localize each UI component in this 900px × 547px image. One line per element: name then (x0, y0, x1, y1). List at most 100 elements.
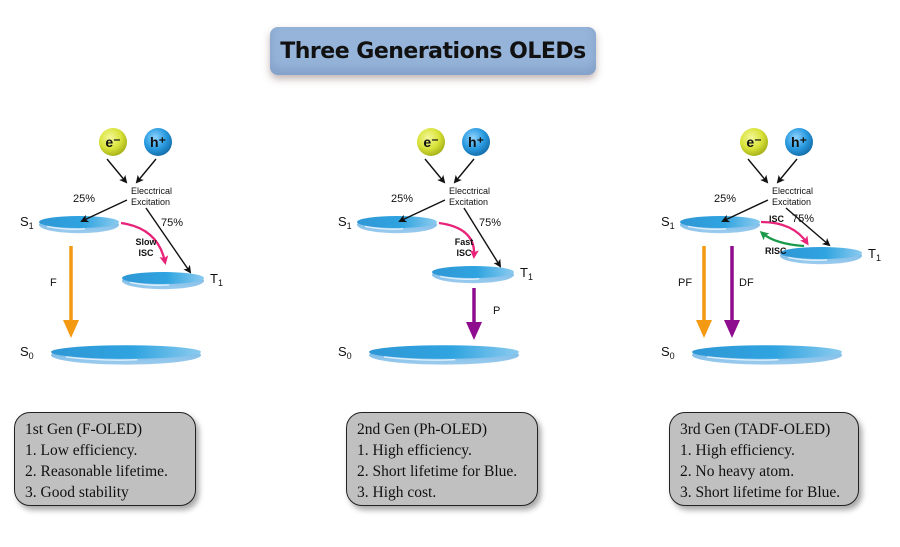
electron-icon (740, 128, 768, 156)
singlet-percent: 25% (391, 193, 413, 205)
title-banner: Three Generations OLEDs (270, 27, 596, 75)
s0-label: S0 (661, 344, 675, 361)
isc-label: ISC (769, 214, 785, 224)
isc-label-line2: ISC (456, 248, 472, 258)
t1-level (122, 272, 204, 290)
info-heading: 1st Gen (F-OLED) (25, 421, 143, 438)
singlet-arrow (721, 199, 769, 223)
s0-level (692, 345, 842, 365)
hole-icon (785, 128, 813, 156)
excitation-label-line1: Elecctrical (772, 186, 813, 196)
t1-label-sub: 1 (528, 272, 533, 282)
hole-arrow (135, 158, 157, 184)
s0-label-main: S (20, 344, 29, 359)
s1-level-highlight (364, 225, 404, 230)
s1-label: S1 (661, 214, 675, 231)
hole-icon (144, 128, 172, 156)
s0-label-sub: 0 (29, 351, 34, 361)
phosphorescence-label: P (493, 305, 500, 317)
s1-level (357, 216, 437, 234)
t1-label: T1 (210, 271, 223, 288)
s1-label-main: S (20, 214, 29, 229)
t1-label-sub: 1 (218, 278, 223, 288)
hole-label: h⁺ (468, 134, 484, 150)
s0-level-top (51, 345, 201, 359)
t1-level-highlight (440, 275, 480, 280)
s1-label: S1 (20, 214, 34, 231)
s1-label-main: S (338, 214, 347, 229)
excitation-label-line2: Excitation (449, 197, 488, 207)
risc-arrow (759, 231, 805, 248)
s1-level (680, 216, 760, 234)
electron-label: e⁻ (746, 134, 761, 150)
s1-level (39, 216, 119, 234)
info-point: 2. Short lifetime for Blue. (357, 463, 518, 480)
isc-label-line1: Slow (135, 237, 157, 247)
t1-level (780, 247, 862, 265)
s1-label-sub: 1 (670, 221, 675, 231)
hole-icon (462, 128, 490, 156)
isc-label-line1: Fast (455, 237, 474, 247)
s1-label: S1 (338, 214, 352, 231)
s1-level-highlight (46, 225, 86, 230)
hole-particle: h⁺ (785, 128, 813, 156)
hole-label: h⁺ (791, 134, 807, 150)
electron-particle: e⁻ (417, 128, 445, 156)
s0-level-highlight (65, 356, 138, 361)
s0-label-main: S (338, 344, 347, 359)
s0-level-top (369, 345, 519, 359)
t1-level-highlight (130, 281, 170, 286)
s1-level-highlight (687, 225, 727, 230)
hole-particle: h⁺ (144, 128, 172, 156)
electron-label: e⁻ (105, 134, 120, 150)
panel-gen-3: e⁻h⁺ElecctricalExcitation25%S1T175%ISCRI… (661, 128, 881, 365)
t1-label: T1 (520, 265, 533, 282)
t1-level (432, 266, 514, 284)
info-point: 3. Short lifetime for Blue. (680, 484, 841, 501)
excitation-label-line1: Elecctrical (449, 186, 490, 196)
s0-label-sub: 0 (347, 351, 352, 361)
fluorescence-arrow (63, 246, 79, 338)
excitation-label-line1: Elecctrical (131, 186, 172, 196)
s1-label-main: S (661, 214, 670, 229)
s0-label-main: S (661, 344, 670, 359)
s0-label-sub: 0 (670, 351, 675, 361)
delayed-fluorescence-arrow (724, 246, 740, 338)
hole-particle: h⁺ (462, 128, 490, 156)
electron-icon (417, 128, 445, 156)
delayed-fluorescence-label: DF (739, 277, 754, 289)
excitation-label-line2: Excitation (131, 197, 170, 207)
isc-arrow (438, 221, 479, 259)
info-box-1st-gen: 1st Gen (F-OLED) 1. Low efficiency. 2. R… (14, 412, 196, 506)
electron-arrow (424, 158, 446, 184)
s0-level-top (692, 345, 842, 359)
s1-level-top (680, 216, 760, 228)
s0-label: S0 (338, 344, 352, 361)
triplet-percent: 75% (161, 217, 183, 229)
info-box-2nd-gen: 2nd Gen (Ph-OLED) 1. High efficiency. 2.… (346, 412, 538, 506)
info-heading: 2nd Gen (Ph-OLED) (357, 421, 488, 438)
t1-label-main: T (868, 246, 876, 261)
s0-label: S0 (20, 344, 34, 361)
t1-level-top (780, 247, 862, 259)
electron-icon (99, 128, 127, 156)
isc-arrow (120, 221, 169, 265)
t1-label-main: T (520, 265, 528, 280)
singlet-percent: 25% (714, 193, 736, 205)
s1-level-top (39, 216, 119, 228)
info-heading: 3rd Gen (TADF-OLED) (680, 421, 831, 438)
t1-label: T1 (868, 246, 881, 263)
t1-level-highlight (788, 256, 828, 261)
isc-label-line2: ISC (138, 248, 154, 258)
phosphorescence-arrow (466, 288, 482, 340)
isc-arrow (760, 220, 809, 246)
risc-label: RISC (765, 246, 787, 256)
info-box-3rd-gen: 3rd Gen (TADF-OLED) 1. High efficiency. … (669, 412, 859, 506)
s0-level-highlight (383, 356, 456, 361)
info-point: 2. No heavy atom. (680, 463, 795, 480)
prompt-fluorescence-label: PF (678, 277, 692, 289)
t1-level-top (122, 272, 204, 284)
hole-arrow (453, 158, 475, 184)
s0-level-highlight (706, 356, 779, 361)
